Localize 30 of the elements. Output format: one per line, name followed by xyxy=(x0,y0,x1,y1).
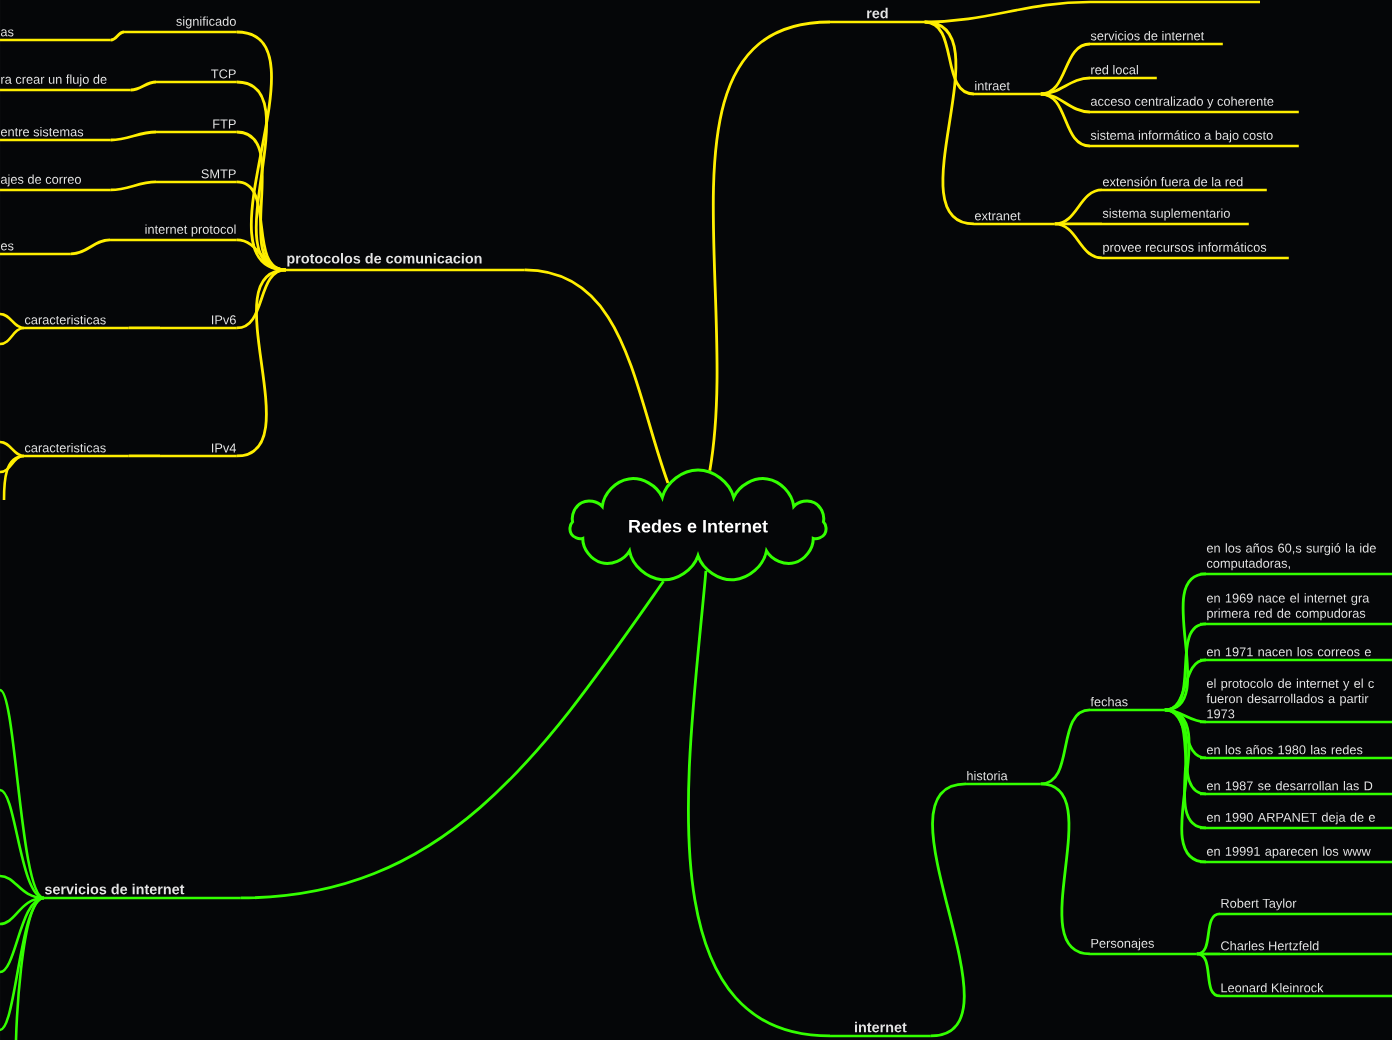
branch-line xyxy=(1040,76,1091,96)
branch-line xyxy=(128,326,160,330)
branch-line xyxy=(240,580,665,900)
branch-line xyxy=(110,180,157,192)
branch-line xyxy=(924,20,975,226)
branch-line xyxy=(130,80,157,92)
branch-line xyxy=(1164,708,1207,796)
branch-line xyxy=(110,130,157,142)
branch-line xyxy=(1164,708,1207,760)
branch-line xyxy=(1054,188,1103,226)
branch-line xyxy=(708,20,831,471)
branch-line xyxy=(70,238,111,256)
branch-line xyxy=(1040,92,1091,148)
branch-line xyxy=(1196,952,1221,998)
branch-line xyxy=(1054,222,1103,260)
branch-line xyxy=(1040,782,1091,956)
branch-line xyxy=(236,268,287,330)
branch-line xyxy=(1164,658,1207,712)
branch-line xyxy=(1196,912,1221,956)
branch-line xyxy=(1040,42,1091,96)
branch-line xyxy=(1040,708,1091,786)
branch-line xyxy=(236,268,287,458)
branch-line xyxy=(687,570,831,1038)
branch-line xyxy=(1196,952,1220,956)
branch-line xyxy=(128,454,160,458)
branch-line xyxy=(110,30,125,42)
branch-line xyxy=(1164,708,1207,864)
branch-line xyxy=(524,268,670,484)
branch-line xyxy=(236,238,287,272)
branch-line xyxy=(930,782,967,1038)
